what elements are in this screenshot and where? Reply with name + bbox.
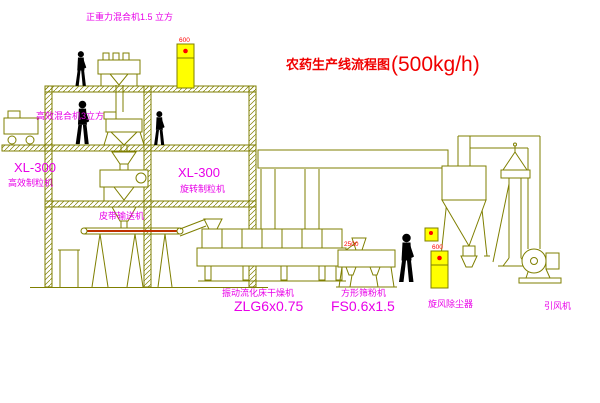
control-panel-top: 600 xyxy=(176,37,195,89)
left-granulator xyxy=(3,110,39,145)
worker-figure-top xyxy=(75,51,87,86)
panel-right-annotation: 600 xyxy=(432,244,443,251)
indicator-light-icon xyxy=(437,255,442,261)
dryer-name-label: 振动流化床干燥机 xyxy=(222,287,294,298)
discharge-hopper xyxy=(111,206,137,228)
high-efficiency-mixer xyxy=(103,111,145,152)
diagram-labels: 农药生产线流程图 (500kg/h) 正重力混合机1.5 立方 高效混合机3立方… xyxy=(8,11,571,314)
fluid-bed-dryer xyxy=(196,218,362,282)
rotary-granulator-model-label: XL-300 xyxy=(178,165,220,180)
diagram-title: 农药生产线流程图 xyxy=(285,57,390,72)
worker-figure-second-floor xyxy=(75,100,90,145)
cyclone-name-label: 旋风除尘器 xyxy=(428,298,473,309)
square-sieve: 2500 xyxy=(336,237,397,288)
exhaust-stack xyxy=(492,142,532,267)
diagram-capacity: (500kg/h) xyxy=(391,53,480,76)
indicator-light-icon xyxy=(183,48,188,54)
sieve-name-label: 方形筛粉机 xyxy=(341,287,386,298)
left-granulator-name-label: 高效制粒机 xyxy=(8,177,53,188)
left-granulator-model-label: XL-300 xyxy=(14,160,56,175)
rotary-granulator-name-label: 旋转制粒机 xyxy=(180,183,225,194)
indicator-light-icon xyxy=(429,231,433,235)
worker-figure-third-floor xyxy=(154,111,165,145)
induced-draft-fan xyxy=(518,248,562,284)
belt-conveyor xyxy=(58,218,207,288)
worker-figure-ground xyxy=(399,233,414,282)
exhaust-duct: Φ600 xyxy=(257,149,466,229)
gravity-mixer xyxy=(97,52,141,112)
dryer-model-label: ZLG6x0.75 xyxy=(234,298,303,314)
sieve-model-label: FS0.6x1.5 xyxy=(331,298,395,314)
panel-top-annotation: 600 xyxy=(179,37,190,44)
rotary-granulator xyxy=(99,151,149,201)
exhaust-piping xyxy=(457,135,541,249)
fan-name-label: 引风机 xyxy=(544,300,571,311)
gravity-mixer-label: 正重力混合机1.5 立方 xyxy=(86,11,173,22)
sieve-elevation-annotation: 2500 xyxy=(344,241,359,248)
cyclone-separator xyxy=(438,165,490,268)
high-eff-mixer-label: 高效混合机3立方 xyxy=(36,110,104,121)
control-panel-right: 600 xyxy=(424,227,449,289)
belt-conveyor-label: 皮带输送机 xyxy=(99,210,144,221)
